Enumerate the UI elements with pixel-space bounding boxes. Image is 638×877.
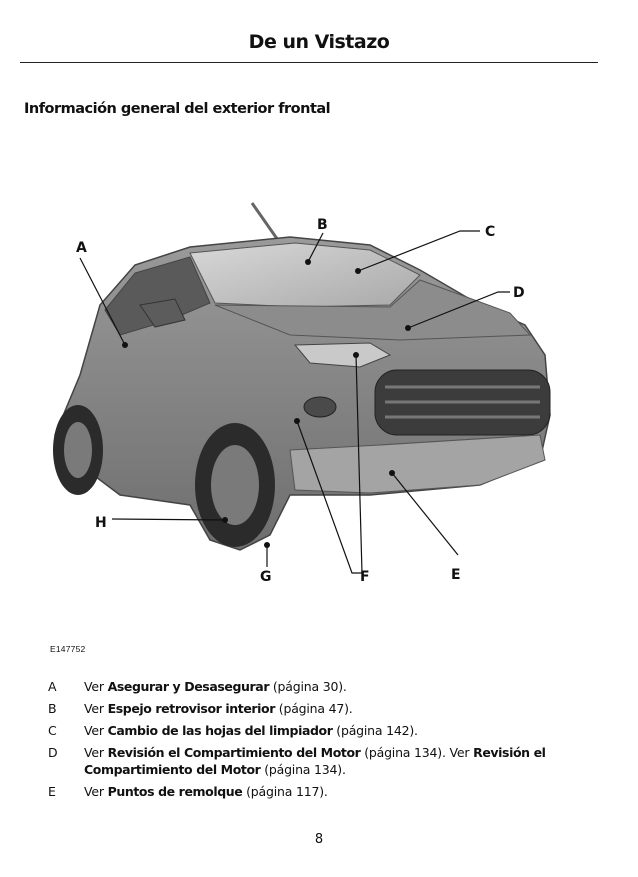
callout-g: G bbox=[260, 542, 272, 585]
legend-text: Ver Espejo retrovisor interior (página 4… bbox=[84, 701, 353, 716]
legend-key: B bbox=[48, 701, 57, 716]
legend-row-b: B Ver Espejo retrovisor interior (página… bbox=[48, 700, 608, 717]
callout-c: C bbox=[355, 224, 495, 274]
figure-code: E147752 bbox=[50, 644, 86, 654]
legend-text: Ver Cambio de las hojas del limpiador (p… bbox=[84, 723, 418, 738]
lower-bumper bbox=[289, 434, 546, 494]
svg-text:A: A bbox=[76, 240, 87, 256]
hood bbox=[214, 279, 532, 341]
legend-key: D bbox=[48, 745, 58, 760]
svg-text:H: H bbox=[95, 515, 107, 531]
callout-f: F bbox=[294, 352, 370, 585]
svg-text:F: F bbox=[360, 569, 370, 585]
section-heading: Información general del exterior frontal bbox=[24, 101, 331, 117]
legend-key: A bbox=[48, 679, 57, 694]
legend-link[interactable]: Puntos de remolque bbox=[107, 784, 243, 799]
legend-link[interactable]: Asegurar y Desasegurar bbox=[107, 679, 270, 694]
header-divider bbox=[20, 62, 598, 63]
legend-text: Ver Revisión el Compartimiento del Motor… bbox=[84, 745, 546, 777]
legend-row-c: C Ver Cambio de las hojas del limpiador … bbox=[48, 722, 608, 739]
legend-key: E bbox=[48, 784, 56, 799]
svg-text:E: E bbox=[451, 567, 461, 583]
callout-d: D bbox=[405, 285, 525, 331]
legend-row-a: A Ver Asegurar y Desasegurar (página 30)… bbox=[48, 678, 608, 695]
callout-b: B bbox=[305, 217, 328, 265]
legend-link[interactable]: Espejo retrovisor interior bbox=[107, 701, 276, 716]
headlamp bbox=[293, 342, 392, 368]
legend-text: Ver Puntos de remolque (página 117). bbox=[84, 784, 328, 799]
side-mirror bbox=[139, 298, 186, 328]
windshield bbox=[189, 242, 421, 308]
svg-text:D: D bbox=[513, 285, 525, 301]
callout-a: A bbox=[76, 240, 128, 348]
callout-legend: A Ver Asegurar y Desasegurar (página 30)… bbox=[48, 678, 608, 805]
antenna bbox=[250, 202, 282, 244]
legend-key: C bbox=[48, 723, 57, 738]
page-header-title: De un Vistazo bbox=[248, 31, 390, 53]
callout-h: H bbox=[95, 515, 228, 531]
svg-text:C: C bbox=[485, 224, 495, 240]
callout-e: E bbox=[389, 470, 461, 583]
legend-text: Ver Asegurar y Desasegurar (página 30). bbox=[84, 679, 347, 694]
legend-row-e: E Ver Puntos de remolque (página 117). bbox=[48, 783, 608, 800]
svg-text:G: G bbox=[260, 569, 272, 585]
legend-row-d: D Ver Revisión el Compartimiento del Mot… bbox=[48, 744, 608, 778]
svg-text:B: B bbox=[317, 217, 328, 233]
fog-lamp bbox=[303, 396, 337, 418]
legend-link[interactable]: Cambio de las hojas del limpiador bbox=[107, 723, 333, 738]
legend-link[interactable]: Revisión el Compartimiento del Motor bbox=[84, 745, 546, 777]
page-number: 8 bbox=[314, 832, 324, 847]
legend-link[interactable]: Revisión el Compartimiento del Motor bbox=[107, 745, 361, 760]
vehicle-front-exterior-illustration: A B C D E F G H bbox=[53, 202, 551, 585]
